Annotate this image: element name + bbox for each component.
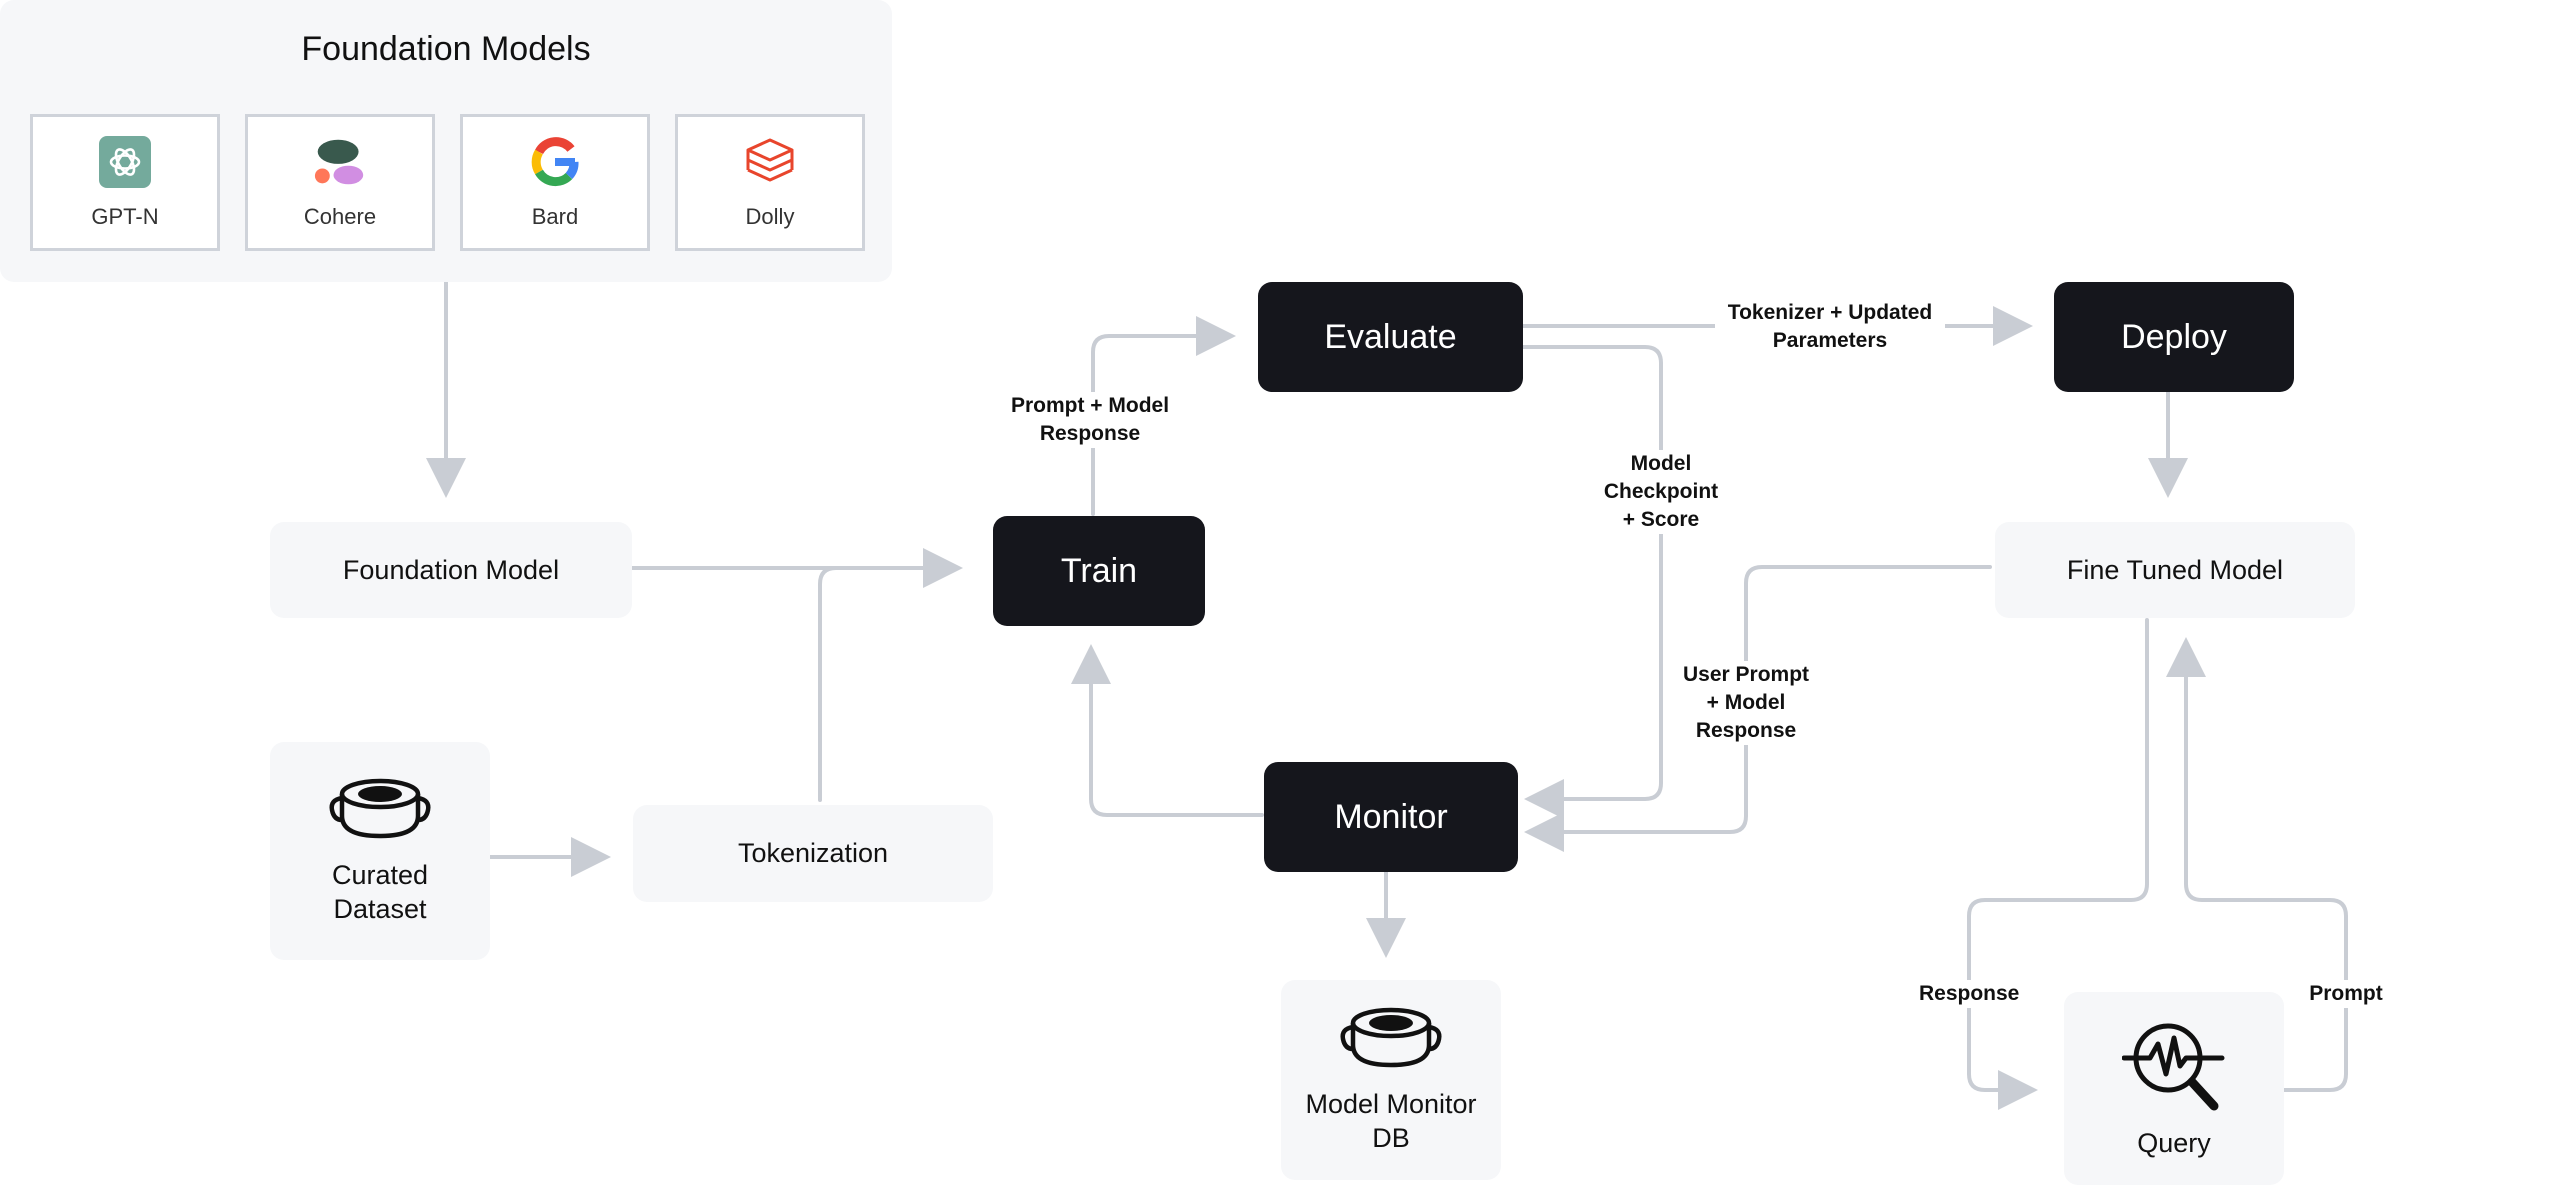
evaluate-node[interactable]: Evaluate — [1258, 282, 1523, 392]
model-monitor-db-node[interactable]: Model Monitor DB — [1281, 980, 1501, 1180]
monitor-node[interactable]: Monitor — [1264, 762, 1518, 872]
provider-label: Dolly — [745, 203, 795, 229]
databricks-logo-icon — [744, 136, 796, 188]
provider-card-gpt-n[interactable]: GPT-N — [30, 114, 220, 251]
edge-query-to-fine-tuned — [2166, 637, 2348, 1092]
provider-label: Bard — [531, 203, 579, 229]
edge-label-user-prompt-model-response: User Prompt + Model Response — [1676, 661, 1816, 745]
search-pulse-icon — [2122, 1023, 2225, 1111]
edge-label-tokenizer-updated-parameters: Tokenizer + Updated Parameters — [1715, 299, 1945, 355]
database-icon — [329, 778, 431, 839]
provider-label: Cohere — [303, 203, 377, 229]
google-logo-icon — [529, 136, 581, 188]
query-node[interactable]: Query — [2064, 992, 2284, 1185]
edge-train-to-evaluate — [1091, 316, 1236, 516]
edge-tokenization-to-train — [818, 566, 838, 802]
train-node[interactable]: Train — [993, 516, 1205, 626]
fine-tuned-model-node[interactable]: Fine Tuned Model — [1995, 522, 2355, 618]
provider-card-bard[interactable]: Bard — [460, 114, 650, 251]
database-icon — [1340, 1007, 1442, 1068]
edge-label-prompt-model-response: Prompt + Model Response — [1005, 392, 1175, 448]
foundation-models-panel: Foundation Models GPT-N Cohere — [0, 0, 892, 282]
model-monitor-db-label: Model Monitor DB — [1305, 1089, 1477, 1153]
provider-card-cohere[interactable]: Cohere — [245, 114, 435, 251]
deploy-node[interactable]: Deploy — [2054, 282, 2294, 392]
edge-fine-tuned-to-query — [1967, 618, 2149, 1110]
openai-logo-icon — [99, 135, 151, 188]
edge-label-model-checkpoint-score: Model Checkpoint + Score — [1596, 450, 1726, 534]
query-label: Query — [2137, 1128, 2211, 1158]
tokenization-node[interactable]: Tokenization — [633, 805, 993, 902]
foundation-model-node[interactable]: Foundation Model — [270, 522, 632, 618]
edge-label-response: Response — [1919, 980, 2019, 1008]
cohere-logo-icon — [314, 136, 366, 188]
edge-monitor-to-train — [1071, 644, 1264, 817]
curated-dataset-label: Curated Dataset — [331, 860, 429, 924]
edge-evaluate-to-monitor — [1516, 345, 1663, 819]
provider-label: GPT-N — [91, 203, 159, 229]
provider-card-dolly[interactable]: Dolly — [675, 114, 865, 251]
edge-label-prompt: Prompt — [2306, 980, 2386, 1008]
foundation-models-title: Foundation Models — [301, 30, 591, 68]
curated-dataset-node[interactable]: Curated Dataset — [270, 742, 490, 960]
